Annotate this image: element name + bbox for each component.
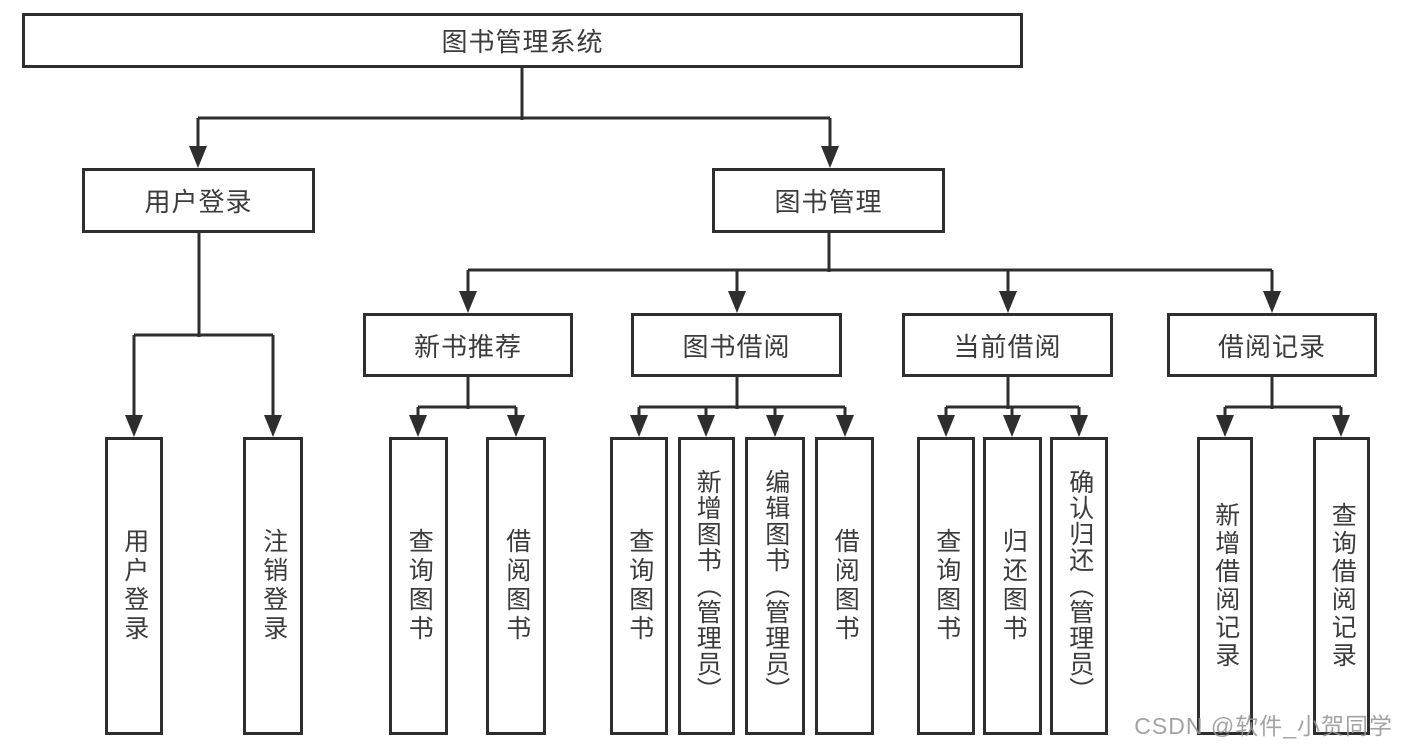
leaf-user-login: 用户登录 [105, 437, 163, 735]
node-book-borrow: 图书借阅 [631, 313, 842, 377]
leaf-br-query-record: 查询借阅记录 [1313, 437, 1370, 735]
leaf-bb-add-books-admin: 新增图书（管理员） [678, 437, 735, 735]
leaf-cb-confirm-return-admin: 确认归还（管理员） [1050, 437, 1108, 735]
leaf-bb-edit-books-admin: 编辑图书（管理员） [745, 437, 805, 735]
leaf-rec-query-books: 查询图书 [389, 437, 448, 735]
node-current-borrow: 当前借阅 [902, 313, 1113, 377]
leaf-logout: 注销登录 [243, 437, 303, 735]
node-borrow-records: 借阅记录 [1167, 313, 1377, 377]
node-book-management: 图书管理 [712, 168, 945, 233]
leaf-rec-borrow-books: 借阅图书 [486, 437, 546, 735]
leaf-cb-query-books: 查询图书 [917, 437, 975, 735]
node-user-login: 用户登录 [82, 168, 315, 233]
node-new-book-recommendation: 新书推荐 [363, 313, 573, 377]
leaf-bb-borrow-books: 借阅图书 [815, 437, 874, 735]
leaf-cb-return-books: 归还图书 [983, 437, 1042, 735]
leaf-bb-query-books: 查询图书 [610, 437, 668, 735]
node-root-system: 图书管理系统 [22, 13, 1023, 68]
leaf-br-add-record: 新增借阅记录 [1197, 437, 1253, 735]
watermark: CSDN @软件_小贺同学 [1134, 713, 1393, 739]
